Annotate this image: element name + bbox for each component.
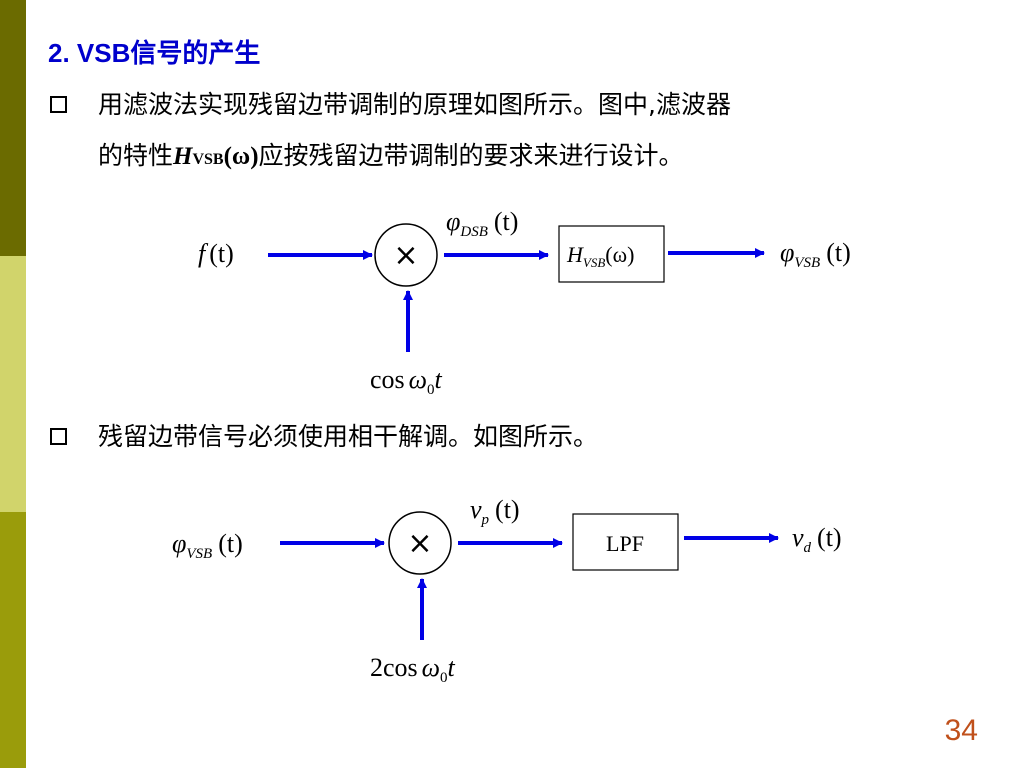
bullet1-omega: (ω) xyxy=(223,143,259,170)
sidebar-segment-light xyxy=(0,256,26,512)
d2-vp-label: vp(t) xyxy=(470,495,520,528)
bullet-checkbox-1 xyxy=(50,96,67,113)
d1-output-label: φVSB(t) xyxy=(780,238,851,271)
d2-lpf-box xyxy=(572,513,679,571)
bullet-checkbox-2 xyxy=(50,428,67,445)
bullet1-line2-pre: 的特性 xyxy=(98,141,174,170)
d2-lpf-label: LPF xyxy=(606,531,644,556)
d1-dsb-label: φDSB(t) xyxy=(446,207,518,240)
bullet1-line1: 用滤波法实现残留边带调制的原理如图所示。图中,滤波器 xyxy=(98,90,731,119)
bullet2-text: 残留边带信号必须使用相干解调。如图所示。 xyxy=(98,422,599,451)
bullet1-line2: 的特性HVSB(ω)应按残留边带调制的要求来进行设计。 xyxy=(98,139,684,177)
page-number: 34 xyxy=(944,714,978,747)
sidebar-decoration xyxy=(0,0,26,768)
d2-input-label: φVSB(t) xyxy=(172,529,243,562)
d1-filter-label: HVSB(ω) xyxy=(566,242,634,270)
d1-multiply-icon: × xyxy=(393,238,418,273)
d2-vd-label: vd(t) xyxy=(792,523,842,556)
d1-input-label: f(t) xyxy=(198,239,234,268)
slide-heading: 2. VSB信号的产生 xyxy=(48,38,261,68)
bullet1-H-symbol: H xyxy=(173,143,193,170)
d2-multiply-icon: × xyxy=(407,526,432,561)
d1-multiplier-circle xyxy=(374,223,438,287)
sidebar-segment-dark xyxy=(0,0,26,256)
bullet1-H-subscript: VSB xyxy=(192,151,224,168)
d1-filter-box xyxy=(558,225,665,283)
sidebar-segment-olive xyxy=(0,512,26,768)
d2-multiplier-circle xyxy=(388,511,452,575)
bullet1-line2-post: 应按残留边带调制的要求来进行设计。 xyxy=(258,141,684,170)
